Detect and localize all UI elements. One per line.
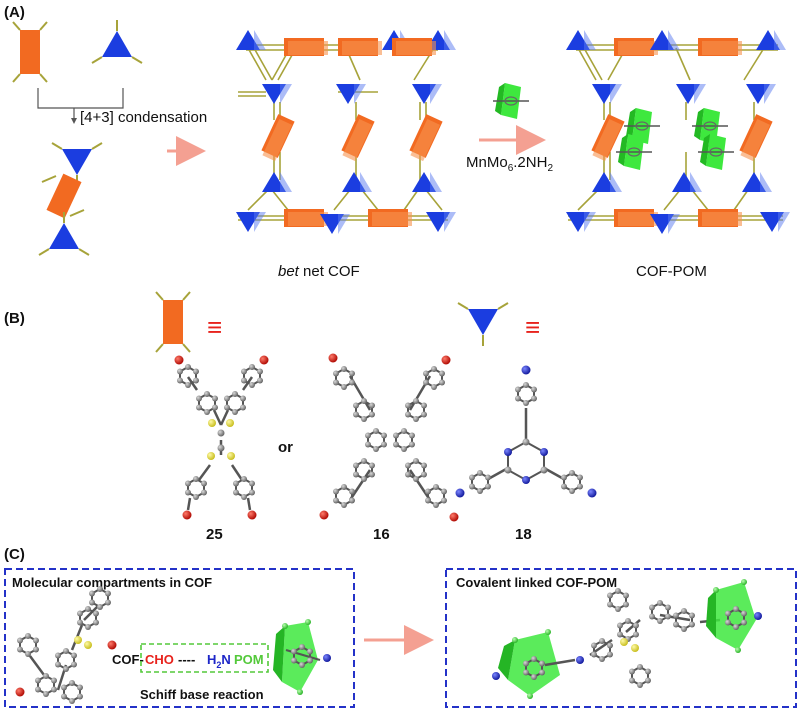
condensation-bracket (37, 88, 124, 109)
molecule-18 (455, 365, 597, 498)
equiv-symbol-2: ≡ (525, 312, 540, 342)
combined-unit (38, 142, 103, 256)
or-label: or (278, 439, 293, 456)
left-molecule (15, 585, 117, 705)
cho-text: CHO (145, 652, 174, 667)
panel-a-label: (A) (4, 4, 25, 21)
cof-pom-net (566, 30, 790, 234)
pom-text: POM (234, 652, 264, 667)
left-box (4, 568, 355, 708)
molecule-25 (174, 355, 269, 520)
right-molecule (492, 579, 762, 699)
tri-linker-symbol (457, 302, 509, 347)
reaction-box (140, 643, 269, 673)
panel-b-label: (B) (4, 310, 25, 327)
right-box-title: Covalent linked COF-POM (456, 575, 617, 590)
left-pom-cluster (273, 619, 331, 695)
dash-text: ---- (178, 652, 195, 667)
product-label: COF-POM (636, 263, 707, 280)
net-label: bet net COF (278, 263, 360, 280)
cof-text: COF- (112, 652, 144, 667)
right-box (445, 568, 797, 708)
equiv-symbol-1: ≡ (207, 312, 222, 342)
reaction-label: Schiff base reaction (140, 687, 264, 702)
compound-18: 18 (515, 526, 532, 543)
condensation-label: [4+3] condensation (80, 109, 207, 126)
compound-25: 25 (206, 526, 223, 543)
left-box-title: Molecular compartments in COF (12, 575, 212, 590)
reagent-label: MnMo6.2NH2 (466, 154, 553, 174)
bet-net-cof (236, 30, 456, 234)
molecule-16 (319, 353, 459, 522)
panel-c-label: (C) (4, 546, 25, 563)
monomer-rect-a (12, 21, 48, 83)
rect-linker-symbol (155, 291, 191, 353)
h2n-text: H2N (207, 652, 231, 670)
compound-16: 16 (373, 526, 390, 543)
pom-reagent-icon (492, 82, 530, 120)
monomer-tri-a (91, 19, 143, 64)
